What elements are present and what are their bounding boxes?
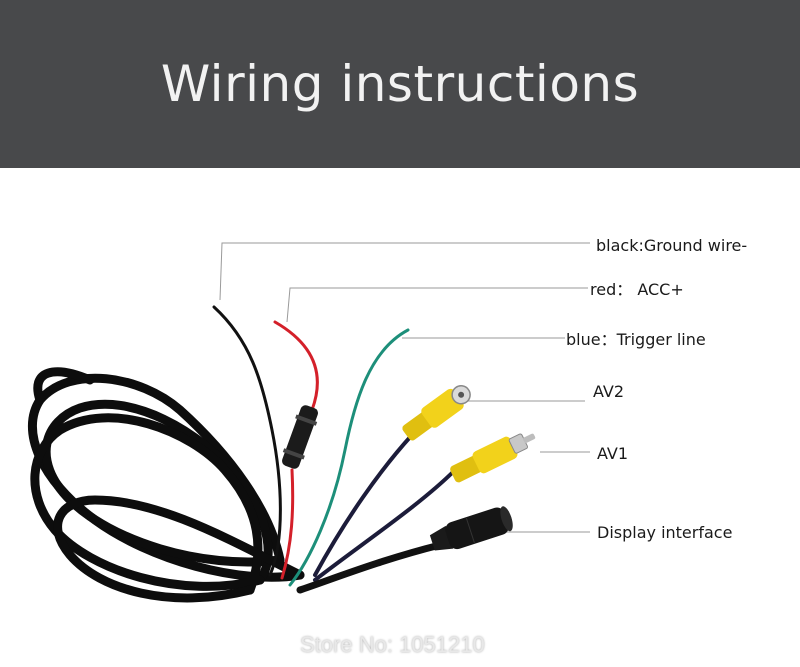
- wiring-diagram: [27, 242, 590, 603]
- av2-cable: [313, 433, 414, 577]
- av2-rca-connector: [402, 385, 471, 441]
- label-red-acc: red： ACC+: [590, 280, 684, 299]
- red-wire: [273, 320, 319, 412]
- av1-rca-connector: [450, 433, 536, 483]
- label-av2: AV2: [593, 382, 625, 401]
- display-cable: [296, 541, 444, 594]
- coiled-cable: [27, 367, 305, 603]
- display-connector: [429, 506, 513, 551]
- store-watermark: Store No: 1051210: [300, 632, 485, 657]
- av1-cable: [313, 468, 457, 582]
- label-black-ground: black:Ground wire-: [596, 236, 748, 255]
- green-wire: [288, 328, 410, 587]
- red-wire-lower: [280, 468, 295, 580]
- label-display-interface: Display interface: [597, 523, 733, 542]
- fuse-holder: [282, 405, 318, 469]
- header-banner: Wiring instructions: [0, 0, 800, 168]
- page-title: Wiring instructions: [160, 55, 640, 113]
- leader-line-red: [286, 287, 588, 323]
- leader-line-black: [219, 242, 590, 301]
- label-blue-trigger: blue：Trigger line: [566, 330, 706, 349]
- black-wire: [212, 305, 282, 577]
- label-av1: AV1: [597, 444, 629, 463]
